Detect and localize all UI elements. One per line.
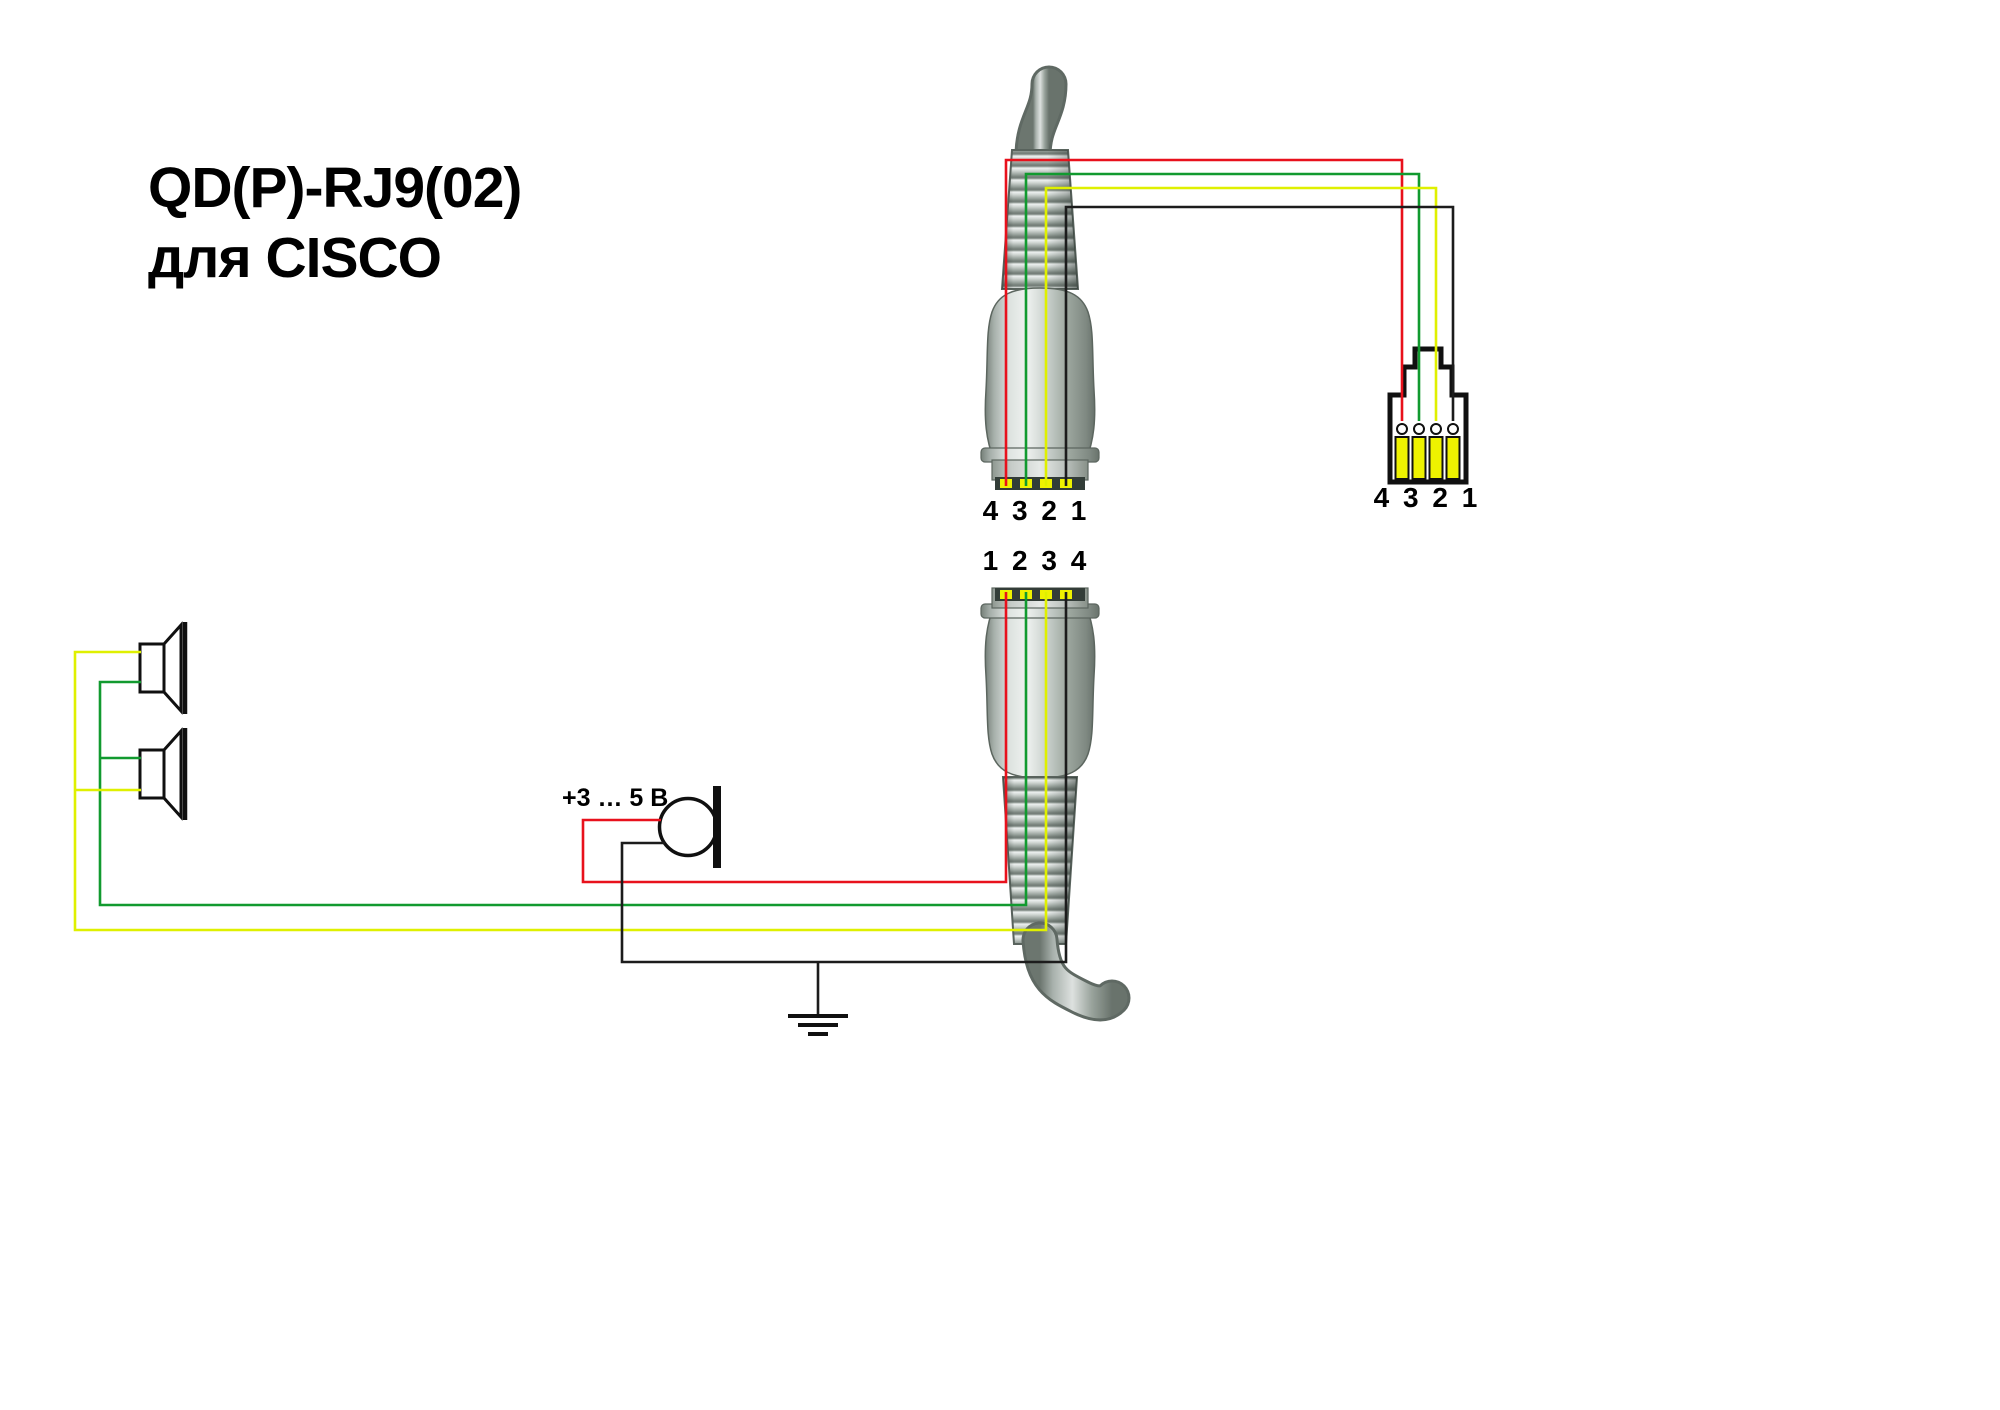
wire-red-mic-power (581, 592, 1008, 884)
speaker-bottom (138, 727, 188, 821)
rj9-connector (1387, 346, 1469, 485)
title-line-1: QD(P)-RJ9(02) (148, 156, 521, 220)
qd-bottom-strain-relief-shade (1003, 777, 1077, 944)
mic-voltage-label: +3 … 5 В (562, 784, 668, 812)
rj9-pin (1394, 436, 1410, 480)
qd-top-strain-relief-shade (1002, 150, 1078, 289)
qd-bottom-body (984, 605, 1096, 779)
qd-bottom-pin-numbers: 1 2 3 4 (983, 545, 1090, 576)
wire-green-to-rj9 (1024, 172, 1421, 486)
rj9-pin (1411, 436, 1427, 480)
rj9-pin (1428, 436, 1444, 480)
microphone-plate (713, 786, 721, 868)
qd-top-body (984, 287, 1096, 461)
rj9-wire-hole (1447, 423, 1459, 435)
wires-layer (73, 158, 1455, 1014)
qd-top-pin-numbers: 4 3 2 1 (983, 495, 1090, 526)
speaker-top (138, 621, 188, 715)
rj9-wire-hole (1413, 423, 1425, 435)
wire-yellow-to-rj9 (1044, 186, 1438, 486)
microphone (657, 786, 721, 868)
title-line-2: для CISCO (148, 226, 441, 290)
speaker-top-cone (162, 621, 183, 715)
wire-red-to-rj9 (1004, 158, 1404, 486)
wire-black-to-rj9 (1064, 205, 1455, 486)
qd-connector-top (980, 65, 1100, 490)
page-title: QD(P)-RJ9(02) для CISCO (148, 156, 522, 290)
ground-symbol (788, 1014, 848, 1036)
wire-yellow-speakers (73, 592, 1048, 932)
speaker-top-magnet (138, 642, 166, 694)
rj9-wire-hole (1396, 423, 1408, 435)
qd-connector-bottom (980, 587, 1131, 1022)
qd-top-cable (1017, 68, 1065, 172)
rj9-wire-hole (1430, 423, 1442, 435)
speaker-bottom-magnet (138, 748, 166, 800)
qd-bottom-cable (1024, 924, 1128, 1019)
rj9-pin-numbers: 4 3 2 1 (1374, 482, 1481, 513)
rj9-pin (1445, 436, 1461, 480)
speaker-bottom-cone (162, 727, 183, 821)
wire-black-mic (620, 592, 1068, 964)
wire-green-speakers (98, 592, 1028, 907)
